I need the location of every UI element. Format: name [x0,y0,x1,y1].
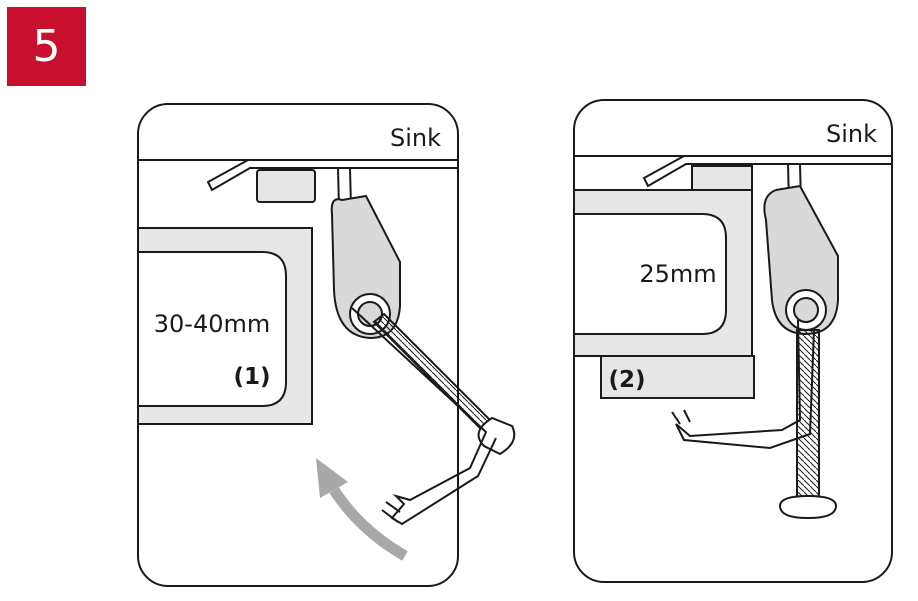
screw [372,312,496,434]
arrow-head [316,458,348,498]
sink-label: Sink [390,124,441,152]
bracket-arm [351,307,497,526]
dimension-label: 30-40mm [154,310,271,338]
variant-label: (2) [608,367,645,393]
screw-head [778,494,838,520]
variant-label: (1) [233,364,270,390]
panel-1: Sink 30-40mm (1) [137,103,516,587]
sink-label: Sink [826,120,877,148]
sink-rim [642,155,892,188]
dimension-label: 25mm [639,260,716,288]
rotation-arrow [329,486,408,561]
panel-2: Sink 25mm (2) [573,99,893,583]
panel-1-frame [137,103,459,587]
bracket-arm [675,319,815,450]
countertop-cutout [138,251,287,407]
sink-spacer-block [256,169,316,203]
support-block [600,355,755,399]
step-number: 5 [32,21,61,72]
panel-2-frame [573,99,893,583]
sink-spacer-block [691,165,753,191]
countertop-cutout [574,213,727,335]
step-number-badge: 5 [7,7,86,86]
sink-rim [206,159,458,192]
